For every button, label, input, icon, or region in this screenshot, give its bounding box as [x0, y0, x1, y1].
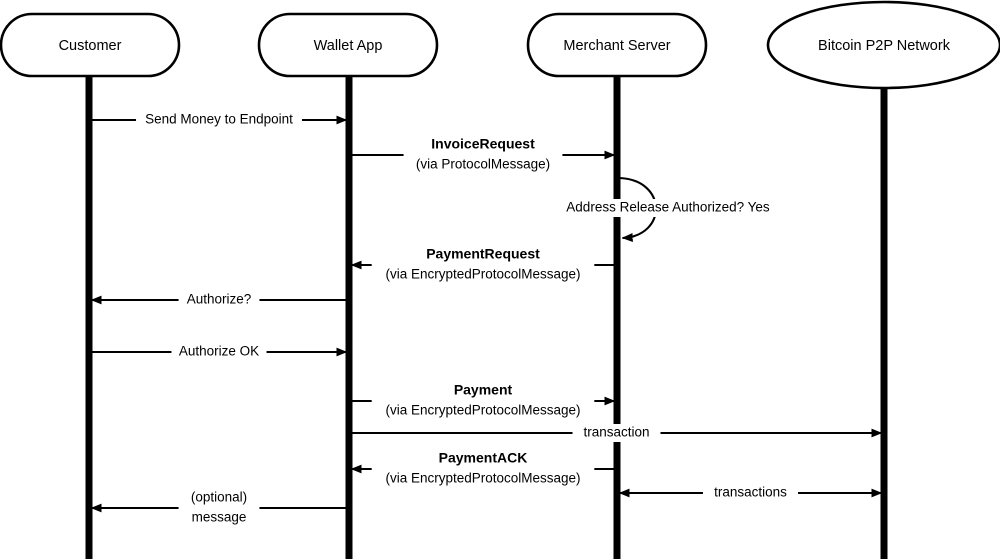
- message-label-primary-payment-ack: PaymentACK: [439, 450, 528, 466]
- message-label-bg-transactions: [702, 484, 799, 502]
- lifelines-group: [85, 76, 888, 559]
- actor-shape-customer[interactable]: [0, 12, 181, 78]
- message-label-secondary-optional-message: message: [192, 510, 247, 525]
- message-label-primary-payment: Payment: [454, 382, 513, 398]
- message-label-primary-payment-request: PaymentRequest: [426, 246, 540, 262]
- message-label-primary-authorize-query: Authorize?: [187, 292, 252, 307]
- actor-shape-wallet[interactable]: [257, 12, 439, 78]
- message-label-primary-transaction: transaction: [583, 425, 649, 440]
- message-label-bg-authorize-query: [178, 291, 260, 309]
- message-label-bg-payment-ack: [371, 448, 595, 490]
- message-label-address-release-authorized: Address Release Authorized? Yes: [566, 200, 770, 215]
- message-optional-message[interactable]: (optional) message: [90, 487, 347, 529]
- message-address-release-authorized[interactable]: Address Release Authorized? Yes: [554, 176, 782, 243]
- actor-shape-bitcoin[interactable]: [766, 0, 1000, 90]
- message-label-secondary-invoice-request: (via ProtocolMessage): [416, 157, 550, 172]
- message-invoice-request[interactable]: InvoiceRequest (via ProtocolMessage): [351, 134, 616, 176]
- message-label-primary-send-money: Send Money to Endpoint: [145, 112, 293, 127]
- message-label-primary-authorize-ok: Authorize OK: [179, 344, 259, 359]
- message-payment-request[interactable]: PaymentRequest (via EncryptedProtocolMess…: [350, 244, 615, 286]
- actor-headers-group: Customer Wallet App Merchant Server Bitcoin…: [0, 0, 1000, 90]
- message-label-bg-transaction: [572, 424, 661, 442]
- message-label-secondary-payment: (via EncryptedProtocolMessage): [385, 403, 580, 418]
- message-payment-ack[interactable]: PaymentACK (via EncryptedProtocolMessage): [350, 448, 615, 490]
- message-label-primary-invoice-request: InvoiceRequest: [431, 136, 535, 152]
- message-label-primary-optional-message: (optional): [191, 490, 247, 505]
- actor-label-bitcoin: Bitcoin P2P Network: [818, 38, 951, 54]
- message-label-bg-payment-request: [371, 244, 595, 286]
- message-transactions[interactable]: transactions: [618, 484, 883, 502]
- message-label-bg-invoice-request: [403, 134, 563, 176]
- message-label-bg-authorize-ok: [171, 343, 267, 361]
- message-transaction[interactable]: transaction: [351, 424, 883, 442]
- message-label-secondary-payment-request: (via EncryptedProtocolMessage): [385, 267, 580, 282]
- message-label-primary-transactions: transactions: [714, 485, 787, 500]
- message-send-money[interactable]: Send Money to Endpoint: [91, 111, 348, 129]
- actor-shape-merchant[interactable]: [526, 12, 708, 78]
- message-label-secondary-payment-ack: (via EncryptedProtocolMessage): [385, 471, 580, 486]
- message-authorize-query[interactable]: Authorize?: [90, 291, 347, 309]
- actor-label-customer: Customer: [59, 38, 122, 54]
- message-authorize-ok[interactable]: Authorize OK: [91, 343, 348, 361]
- actor-label-wallet: Wallet App: [314, 38, 383, 54]
- message-label-bg-send-money: [136, 111, 302, 129]
- message-payment[interactable]: Payment (via EncryptedProtocolMessage): [351, 380, 616, 422]
- message-label-bg-address-release-authorized: [554, 199, 782, 217]
- message-label-bg-payment: [371, 380, 595, 422]
- actor-label-merchant: Merchant Server: [563, 38, 670, 54]
- message-label-bg-optional-message: [178, 487, 260, 529]
